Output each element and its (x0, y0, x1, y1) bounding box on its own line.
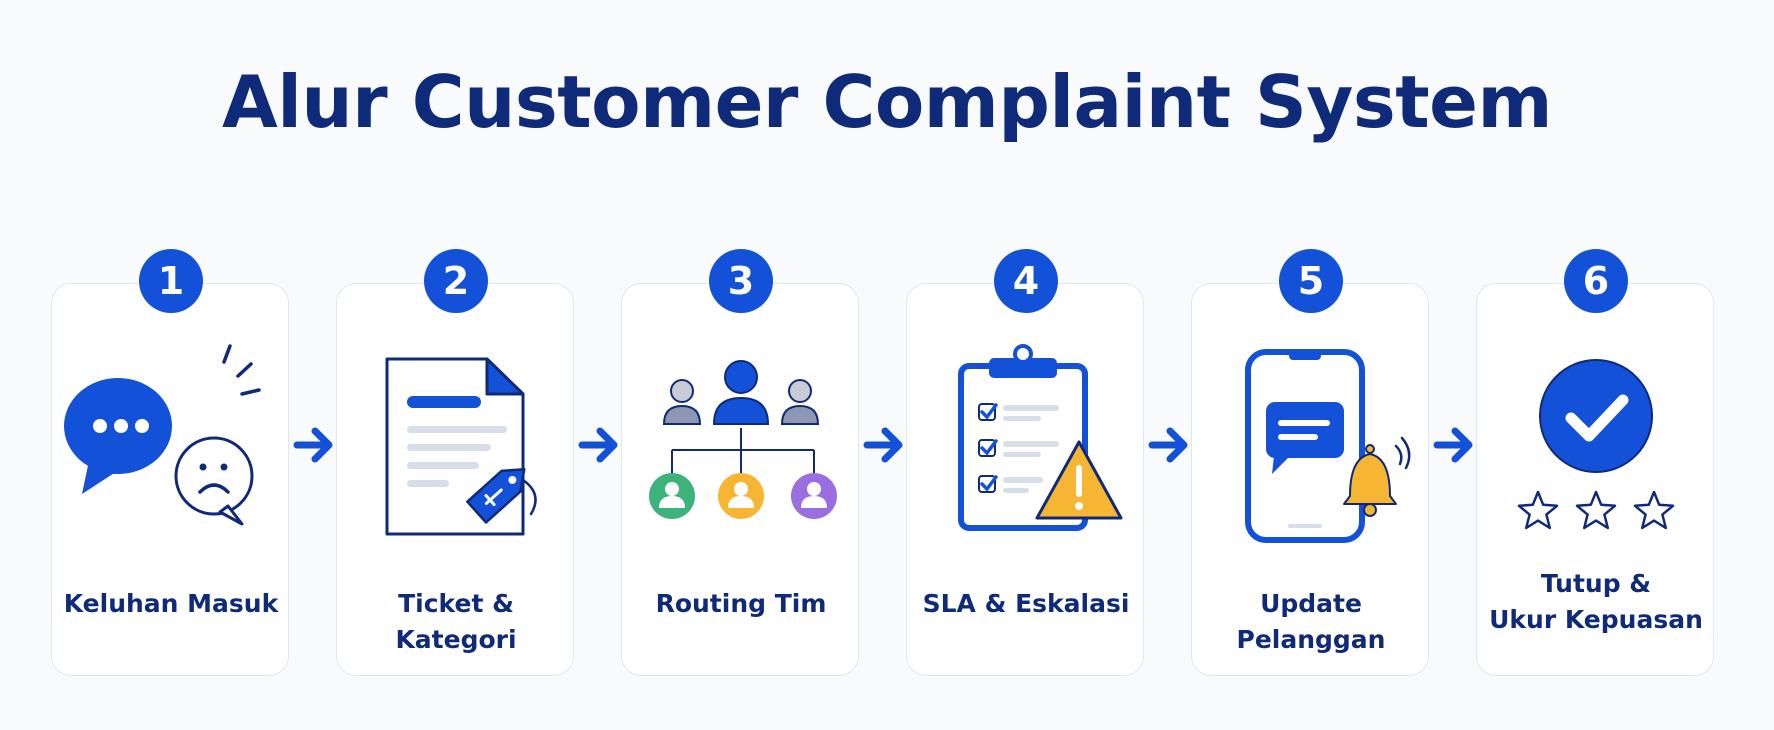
step-card-1: 1 Keluhan Masuk (51, 249, 290, 676)
arrow-right-icon (1433, 427, 1473, 463)
clipboard-warning-icon (907, 334, 1145, 544)
arrow-right-icon (578, 427, 618, 463)
step-label: Tutup & Ukur Kepuasan (1477, 566, 1715, 638)
check-stars-icon (1477, 334, 1715, 544)
step-card-4: 4 SLA & Eskalasi (906, 249, 1145, 676)
step-number-badge: 1 (139, 249, 203, 313)
step-label: Ticket & Kategori (395, 589, 517, 654)
step-label: SLA & Eskalasi (922, 589, 1130, 618)
step-label-line2: Ukur Kepuasan (1489, 605, 1703, 634)
page-title: Alur Customer Complaint System (222, 60, 1552, 144)
step-card-6: 6 Tutup & Ukur Kepuasan (1476, 249, 1715, 676)
step-number-badge: 4 (994, 249, 1058, 313)
step-number-badge: 5 (1279, 249, 1343, 313)
chat-bubble-sad-face-icon (52, 334, 290, 544)
step-card-3: 3 (621, 249, 860, 676)
step-number-badge: 2 (424, 249, 488, 313)
team-routing-icon (622, 334, 860, 544)
step-label-line1: Tutup & (1540, 569, 1652, 598)
step-label: Keluhan Masuk (63, 589, 279, 618)
step-number-badge: 6 (1564, 249, 1628, 313)
arrow-right-icon (863, 427, 903, 463)
step-label: Routing Tim (655, 589, 827, 618)
arrow-right-icon (1148, 427, 1188, 463)
step-card-2: 2 Ticket & Kategori (336, 249, 575, 676)
phone-notification-icon (1192, 334, 1430, 544)
arrow-right-icon (293, 427, 333, 463)
step-label: Update Pelanggan (1236, 589, 1386, 654)
step-card-5: 5 Update Pelanggan (1191, 249, 1430, 676)
ticket-document-tag-icon (337, 334, 575, 544)
step-number-badge: 3 (709, 249, 773, 313)
